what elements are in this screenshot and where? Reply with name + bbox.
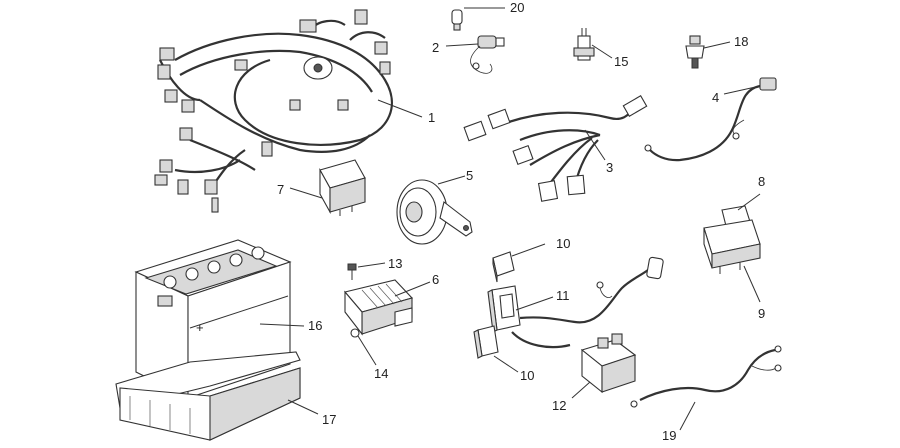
callout-14: 14 [374, 366, 388, 381]
callout-15: 15 [614, 54, 628, 69]
callout-8: 8 [758, 174, 765, 189]
callout-17: 17 [322, 412, 336, 427]
small-connector [573, 28, 613, 61]
callout-2: 2 [432, 40, 439, 55]
svg-text:+: + [196, 320, 204, 335]
fuse-upper [492, 243, 546, 283]
main-wiring-harness [154, 9, 423, 213]
sensor-switch [685, 35, 731, 69]
callout-1: 1 [428, 110, 435, 125]
callout-10-lower: 10 [520, 368, 534, 383]
callout-13: 13 [388, 256, 402, 271]
voltage-regulator [344, 262, 431, 366]
fuse-lower [473, 325, 519, 373]
bulb-and-socket [445, 7, 505, 74]
secondary-harness [463, 95, 648, 202]
callout-20: 20 [510, 0, 524, 15]
fuse-box [571, 333, 637, 399]
callout-4: 4 [712, 90, 719, 105]
battery-tray [115, 351, 319, 441]
callout-16: 16 [308, 318, 322, 333]
callout-19: 19 [662, 428, 676, 443]
callout-9: 9 [758, 306, 765, 321]
sensor-cable [644, 77, 777, 162]
ground-cable [630, 345, 782, 431]
callout-5: 5 [466, 168, 473, 183]
relay-box [289, 159, 366, 216]
callout-labels: 1 2 3 4 5 6 7 8 9 10 10 11 12 13 14 15 1… [277, 0, 765, 443]
callout-3: 3 [606, 160, 613, 175]
callout-10-upper: 10 [556, 236, 570, 251]
relay [703, 193, 761, 303]
callout-18: 18 [734, 34, 748, 49]
callout-11: 11 [556, 288, 570, 303]
callout-6: 6 [432, 272, 439, 287]
horn [396, 175, 473, 245]
callout-12: 12 [552, 398, 566, 413]
callout-7: 7 [277, 182, 284, 197]
fuse-holder-cable [487, 256, 664, 349]
